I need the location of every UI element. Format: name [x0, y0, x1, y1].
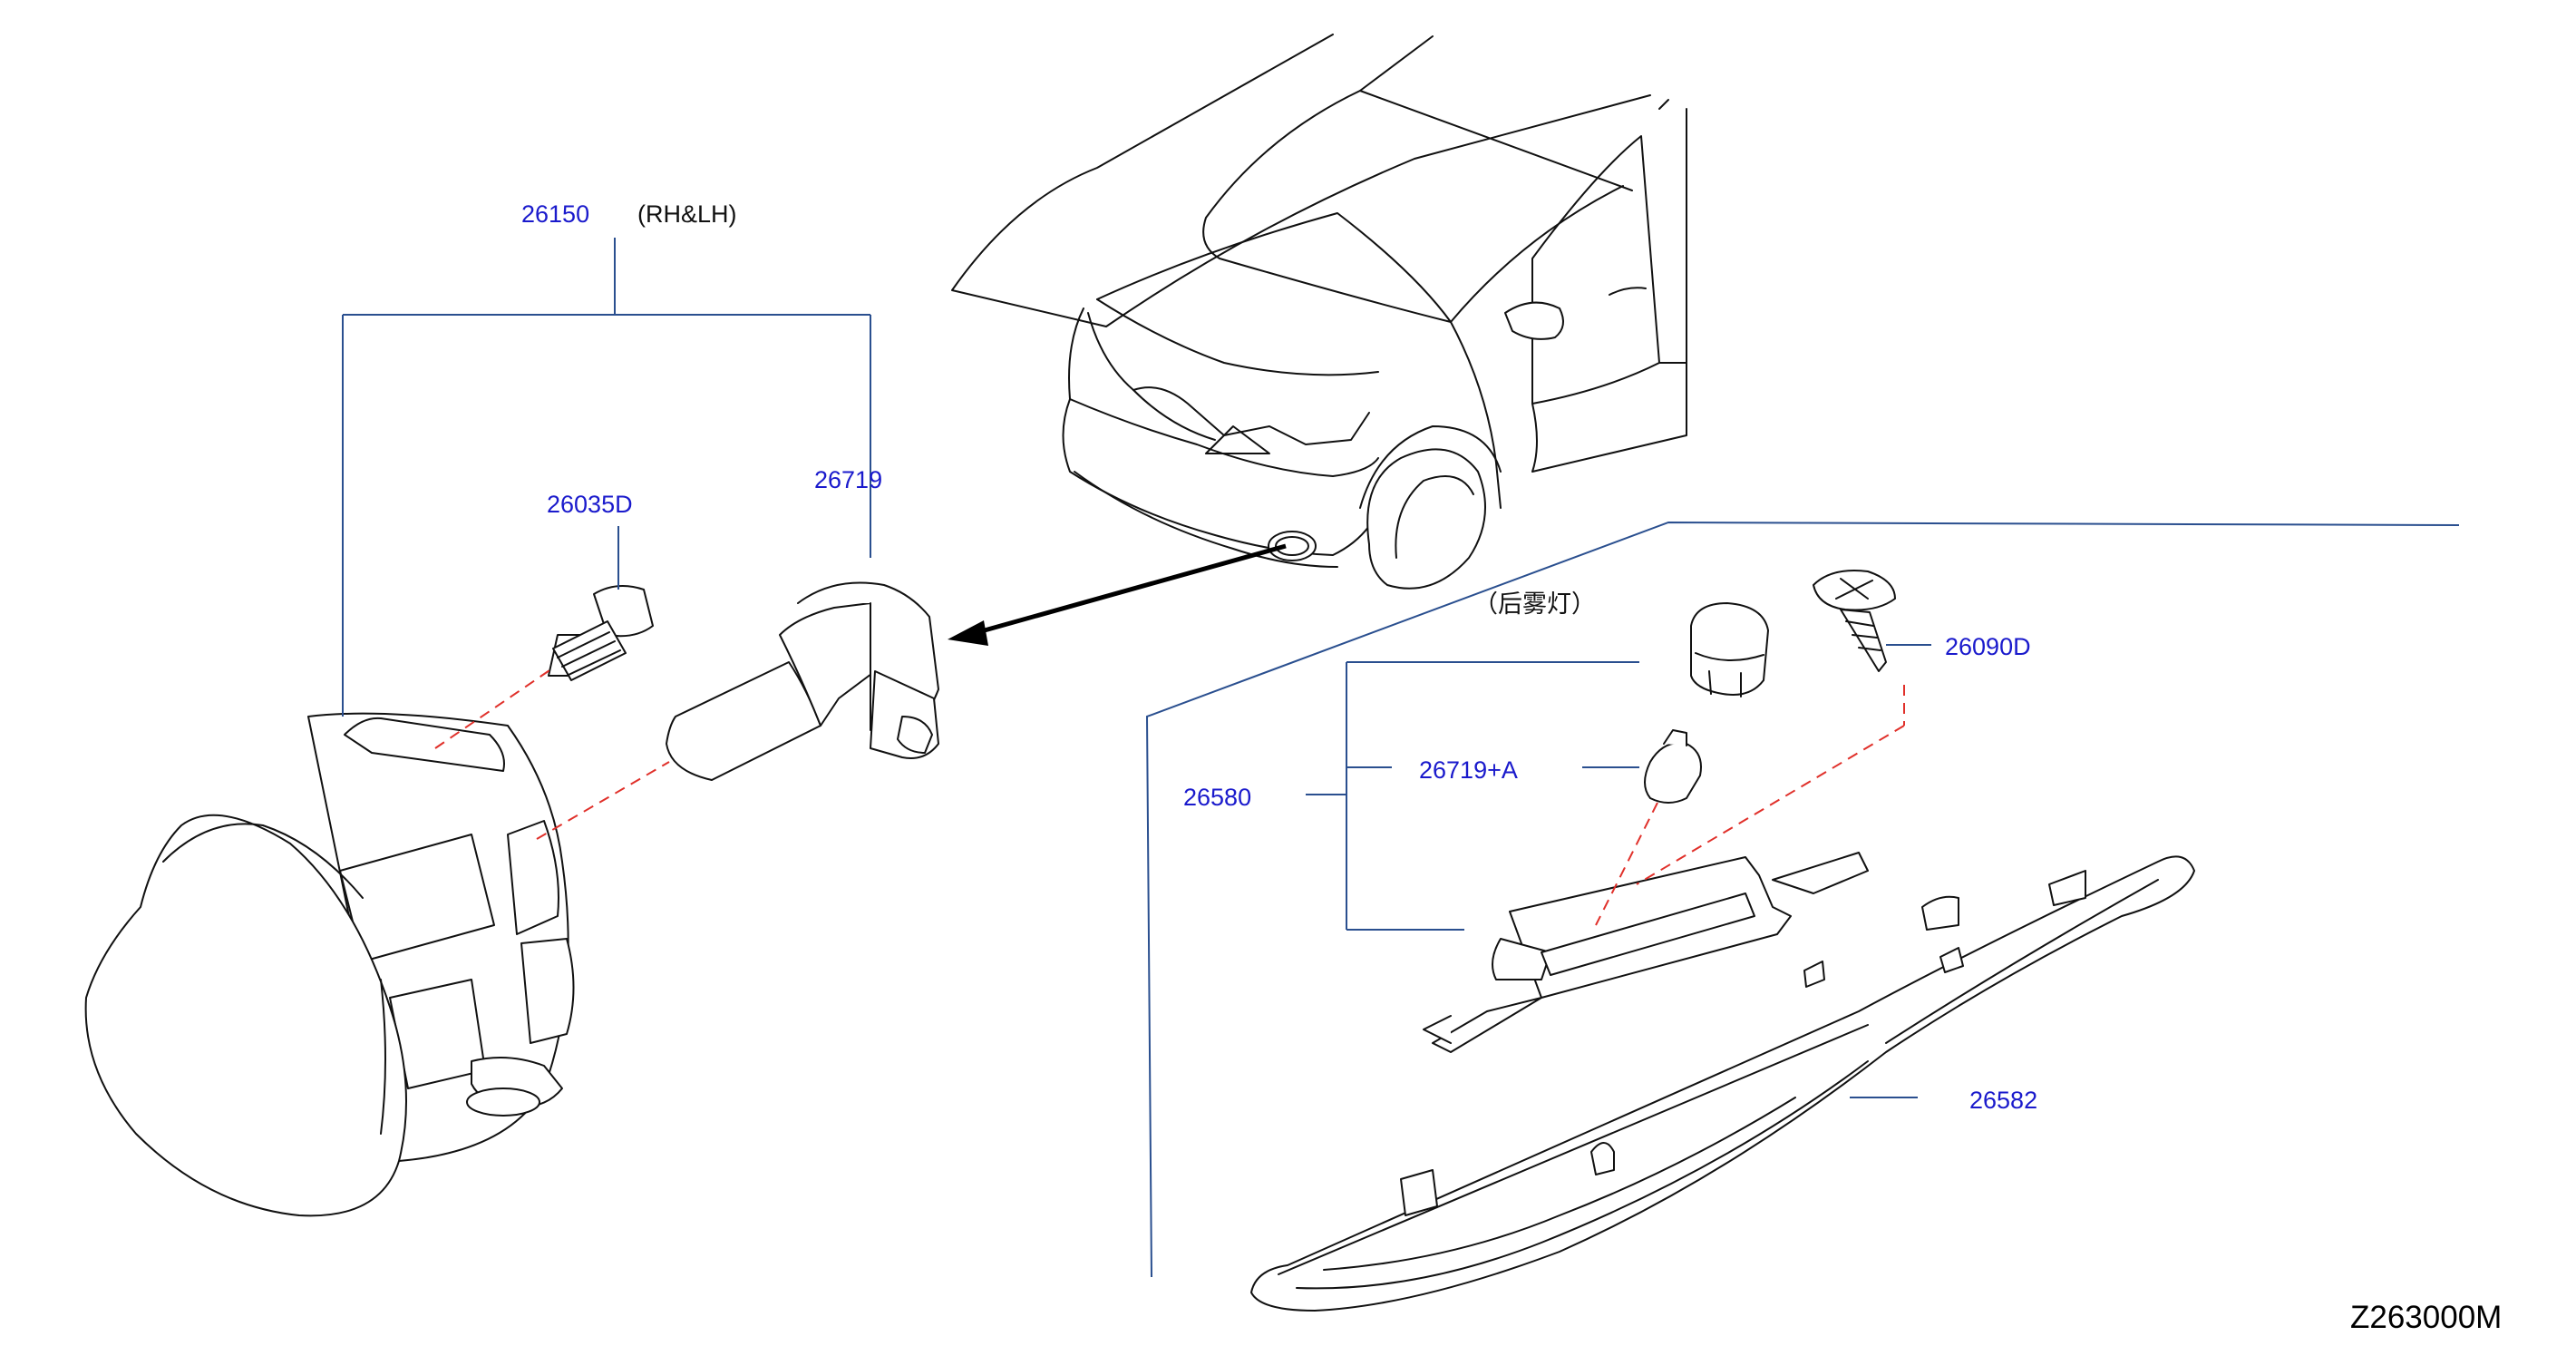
leader-lines-right — [1306, 644, 1931, 1098]
rear-section-frame — [1145, 521, 2460, 1278]
part-number-26719[interactable]: 26719 — [814, 466, 882, 493]
part-number-26090d[interactable]: 26090D — [1945, 633, 2031, 660]
alignment-line — [1636, 725, 1905, 885]
alignment-line — [1595, 802, 1658, 926]
part-number-26582[interactable]: 26582 — [1969, 1087, 2037, 1114]
rear-fog-lamp-note: （后雾灯） — [1473, 590, 1596, 619]
leader-lines-left — [342, 238, 871, 717]
part-number-26580[interactable]: 26580 — [1183, 784, 1251, 811]
lamp-bracket-drawing — [1423, 852, 1869, 1053]
diagram-code: Z263000M — [2350, 1300, 2502, 1335]
screw-drawing — [1813, 570, 1896, 672]
alignment-line — [536, 761, 670, 840]
alignment-line — [434, 666, 556, 749]
part-number-26035d[interactable]: 26035D — [547, 491, 633, 518]
finisher-drawing — [1250, 855, 2195, 1312]
small-bulb-drawing — [1644, 729, 1702, 804]
car-illustration — [951, 34, 1687, 590]
bolt-drawing — [548, 585, 654, 681]
bulb-drawing — [666, 581, 939, 781]
socket-drawing — [1690, 602, 1769, 697]
part-number-26150[interactable]: 26150 — [521, 200, 589, 228]
side-note-rh-lh: (RH&LH) — [637, 200, 737, 228]
part-number-26719-a[interactable]: 26719+A — [1419, 756, 1518, 784]
location-pointer-arrow — [948, 543, 1287, 646]
fog-lamp-assembly-drawing — [84, 712, 575, 1217]
